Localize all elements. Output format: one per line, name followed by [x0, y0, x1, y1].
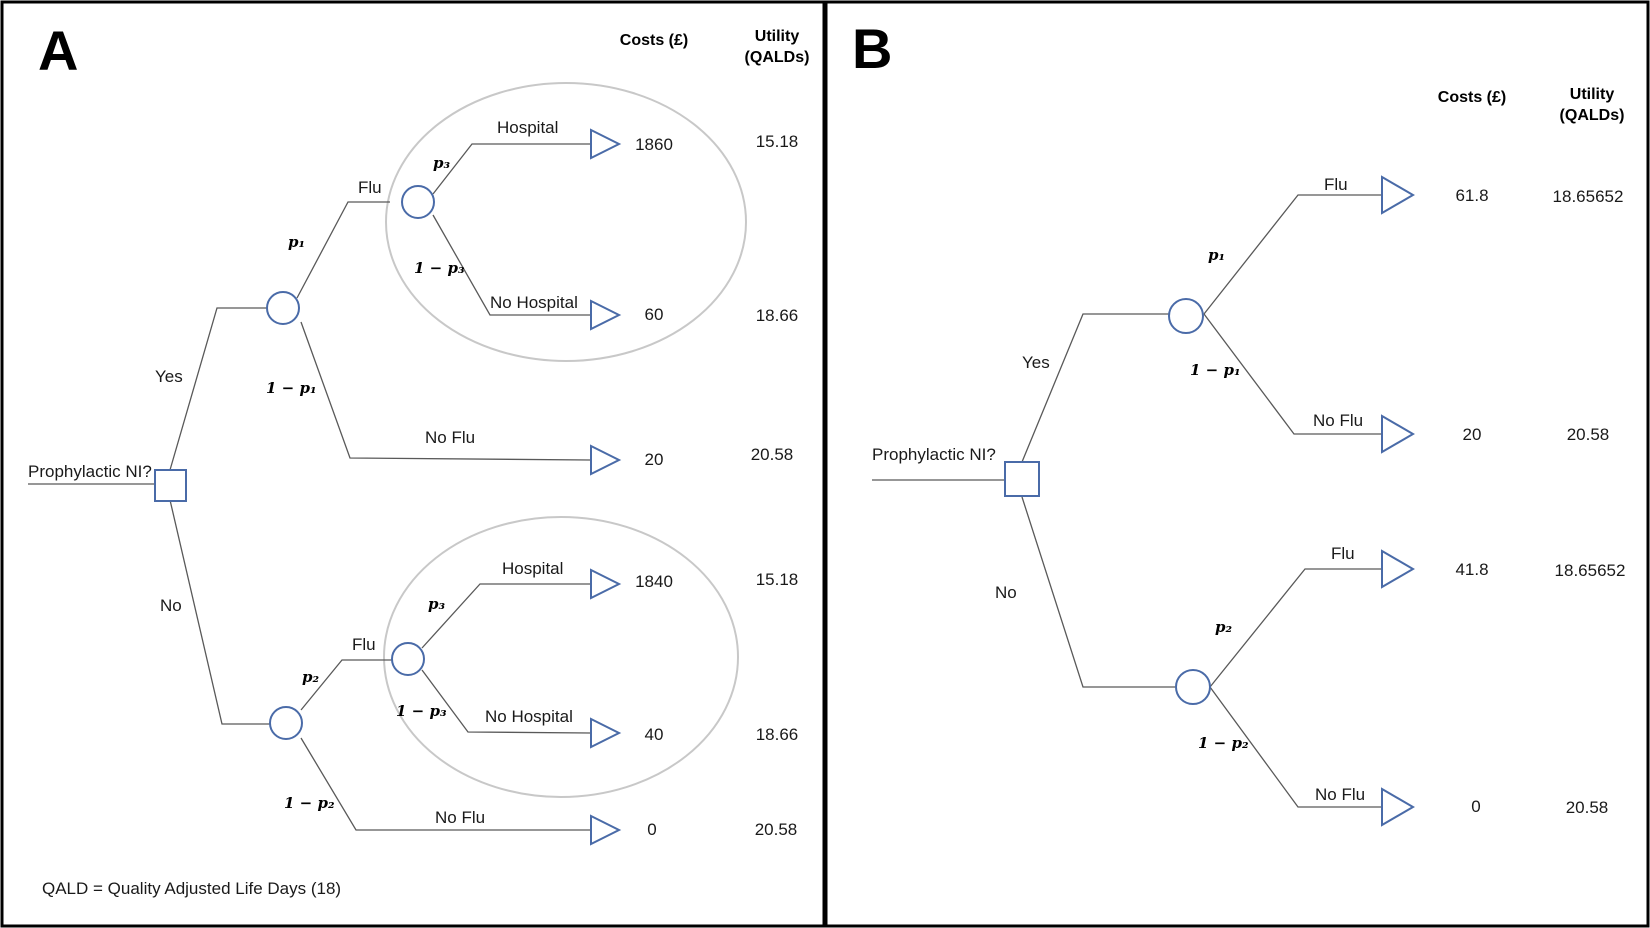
panel-b-chance-node-no [1175, 669, 1211, 705]
panel-a-p2-label: p₂ [302, 668, 319, 686]
panel-a-outcome-cost: 0 [647, 820, 656, 839]
panel-b-letter: B [852, 17, 892, 80]
panel-a-terminal-4 [590, 568, 622, 600]
panel-b-no-label: No [995, 583, 1017, 602]
panel-a-yes-flu-label: Flu [358, 178, 382, 197]
panel-a-chance-node-no-flu [391, 642, 425, 676]
panel-a-outcome-cost: 1860 [635, 135, 673, 154]
panel-a-chance-node-yes [266, 291, 300, 325]
panel-a-chance-node-yes-flu [401, 185, 435, 219]
panel-b-chance-node-yes [1168, 298, 1204, 334]
panel-a-yes-no-flu-label: No Flu [425, 428, 475, 447]
panel-b-outcome-utility: 18.65652 [1553, 187, 1624, 206]
panel-a-decision-node [154, 469, 187, 502]
panel-b-terminal-4 [1381, 787, 1415, 827]
panel-b: B Costs (£) Utility (QALDs) Prophylactic… [852, 17, 1626, 827]
panel-a-outcome-utility: 20.58 [755, 820, 798, 839]
panel-b-no-flu-label: Flu [1331, 544, 1355, 563]
panel-a-frame [0, 0, 826, 928]
panel-b-decision-node [1004, 461, 1040, 497]
panel-b-terminal-3 [1381, 549, 1415, 589]
panel-a-p1-label: p₁ [288, 233, 305, 251]
panel-b-outcome-utility: 20.58 [1567, 425, 1610, 444]
panel-a-no-hospital-label: Hospital [502, 559, 563, 578]
panel-a-upper-ellipse [385, 82, 747, 362]
panel-b-outcome-cost: 20 [1463, 425, 1482, 444]
panel-a-terminal-5 [590, 717, 622, 749]
panel-a-costs-header: Costs (£) [620, 32, 688, 49]
panel-a-letter: A [38, 19, 78, 82]
panel-b-yes-flu-label: Flu [1324, 175, 1348, 194]
panel-a-terminal-3 [590, 444, 622, 476]
panel-b-costs-header: Costs (£) [1438, 89, 1506, 106]
panel-b-p1-label: p₁ [1208, 246, 1225, 264]
panel-b-one-minus-p2-label: 1 − p₂ [1198, 734, 1249, 752]
panel-a-yes-label: Yes [155, 367, 183, 386]
panel-b-p2-label: p₂ [1215, 618, 1232, 636]
panel-a-edges [28, 143, 591, 831]
panel-a-yes-p3-label: p₃ [433, 154, 450, 172]
panel-b-yes-no-flu-label: No Flu [1313, 411, 1363, 430]
panel-a: A Costs (£) Utility (QALDs) [28, 19, 809, 898]
panel-b-outcome-utility: 18.65652 [1555, 561, 1626, 580]
panel-a-outcome-cost: 60 [645, 305, 664, 324]
panel-b-terminal-1 [1381, 175, 1415, 215]
panel-a-terminal-2 [590, 299, 622, 331]
panel-a-yes-no-hospital-label: No Hospital [490, 293, 578, 312]
panel-a-chance-node-no [269, 706, 303, 740]
panel-a-yes-one-minus-p3-label: 1 − p₃ [414, 259, 465, 277]
panel-a-no-label: No [160, 596, 182, 615]
panel-a-no-one-minus-p3-label: 1 − p₃ [396, 702, 447, 720]
panel-a-terminal-6 [590, 814, 622, 846]
panel-b-frame [824, 0, 1650, 928]
panel-a-outcome-utility: 20.58 [751, 445, 794, 464]
panel-a-footnote: QALD = Quality Adjusted Life Days (18) [42, 879, 341, 898]
panel-b-yes-label: Yes [1022, 353, 1050, 372]
panel-a-no-no-flu-label: No Flu [435, 808, 485, 827]
panel-a-one-minus-p1-label: 1 − p₁ [266, 379, 317, 397]
panel-a-outcome-cost: 1840 [635, 572, 673, 591]
panel-a-no-p3-label: p₃ [428, 595, 445, 613]
panel-b-utility-header-line2: (QALDs) [1560, 107, 1625, 124]
panel-b-edges [872, 194, 1381, 808]
panel-a-outcome-utility: 15.18 [756, 570, 799, 589]
panel-a-decision-label: Prophylactic NI? [28, 462, 152, 481]
panel-b-outcome-cost: 61.8 [1455, 186, 1488, 205]
panel-a-outcome-utility: 18.66 [756, 725, 799, 744]
panel-a-yes-hospital-label: Hospital [497, 118, 558, 137]
panel-a-outcome-cost: 40 [645, 725, 664, 744]
panel-b-decision-label: Prophylactic NI? [872, 445, 996, 464]
panel-a-outcome-utility: 18.66 [756, 306, 799, 325]
panel-b-utility-header-line1: Utility [1570, 86, 1615, 103]
panel-a-no-flu-label: Flu [352, 635, 376, 654]
panel-a-outcome-cost: 20 [645, 450, 664, 469]
panel-b-one-minus-p1-label: 1 − p₁ [1190, 361, 1241, 379]
panel-b-outcome-cost: 0 [1471, 797, 1480, 816]
panel-b-outcome-cost: 41.8 [1455, 560, 1488, 579]
panel-b-no-no-flu-label: No Flu [1315, 785, 1365, 804]
panel-a-lower-ellipse [383, 516, 739, 798]
panel-a-no-no-hospital-label: No Hospital [485, 707, 573, 726]
panel-b-outcome-utility: 20.58 [1566, 798, 1609, 817]
panel-a-outcome-utility: 15.18 [756, 132, 799, 151]
panel-a-utility-header-line2: (QALDs) [745, 49, 810, 66]
panel-b-terminal-2 [1381, 414, 1415, 454]
panel-a-one-minus-p2-label: 1 − p₂ [284, 794, 335, 812]
panel-a-terminal-1 [590, 128, 622, 160]
panel-a-utility-header-line1: Utility [755, 28, 800, 45]
